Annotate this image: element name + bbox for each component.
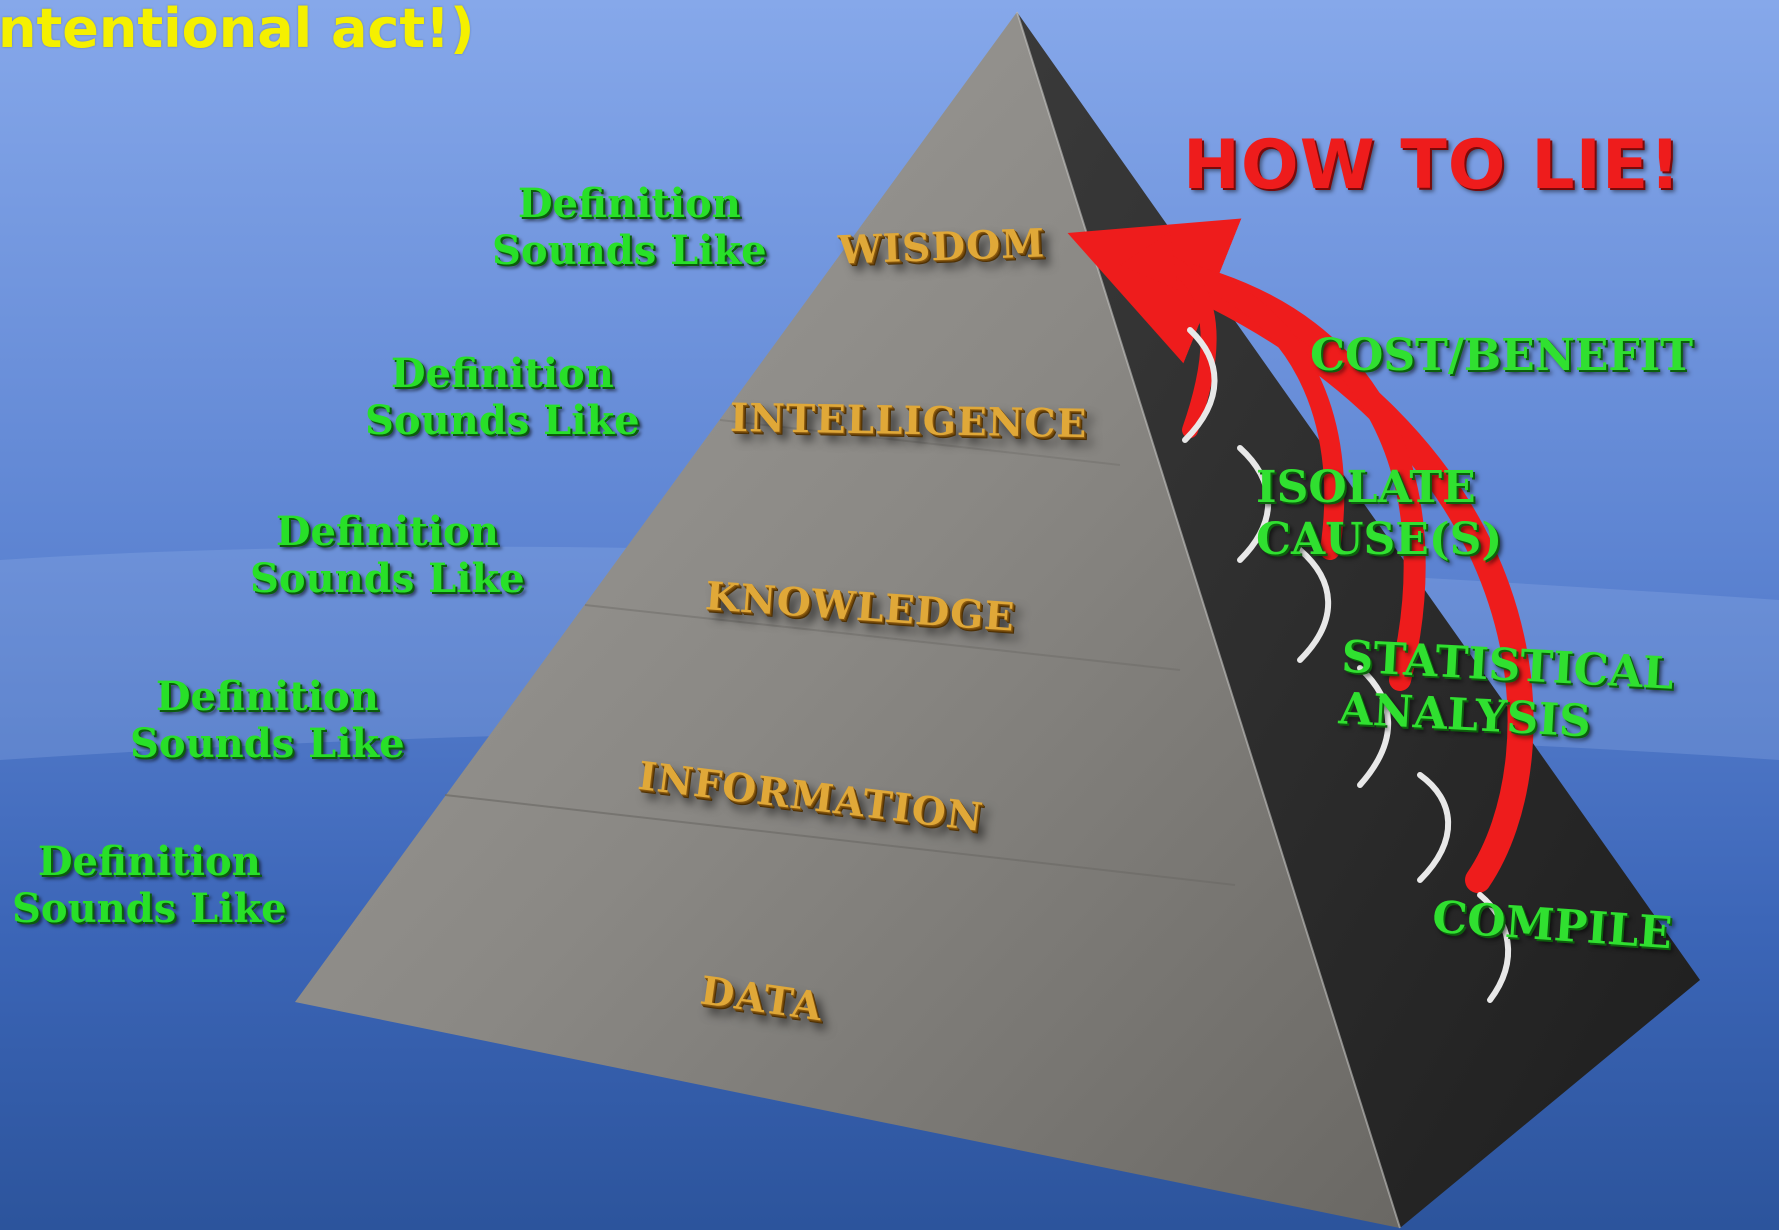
step-line: CAUSE(S) <box>1256 513 1503 565</box>
step-cost-benefit: COST/BENEFIT <box>1310 330 1693 382</box>
red-arrows <box>1067 218 1534 893</box>
white-arrow-1 <box>1477 892 1512 1003</box>
sounds-like-line: Sounds Like <box>130 720 405 768</box>
red-arrow-isolate <box>1160 258 1345 560</box>
how-to-lie-title: HOW TO LIE! <box>1183 126 1682 205</box>
definition-label-knowledge: Definition Sounds Like <box>250 508 525 602</box>
step-statistical-analysis: STATISTICAL ANALYSIS <box>1338 631 1675 752</box>
white-arrow-4 <box>1297 547 1332 663</box>
definition-label-wisdom: Definition Sounds Like <box>492 180 767 274</box>
sounds-like-line: Sounds Like <box>365 397 640 445</box>
sounds-like-line: Sounds Like <box>250 555 525 603</box>
tier-divider <box>719 419 1121 466</box>
tier-divider <box>584 604 1181 671</box>
tier-label-intelligence: INTELLIGENCE <box>729 394 1088 448</box>
tier-label-wisdom: WISDOM <box>837 220 1046 274</box>
definition-label-information: Definition Sounds Like <box>130 673 405 767</box>
white-arrows <box>1182 327 1512 1003</box>
step-isolate-causes: ISOLATE CAUSE(S) <box>1256 462 1502 566</box>
definition-label-data: Definition Sounds Like <box>12 838 287 932</box>
step-line: COST/BENEFIT <box>1310 330 1693 381</box>
step-line: ISOLATE <box>1256 462 1476 513</box>
white-arrow-2 <box>1417 772 1452 883</box>
definition-label-intelligence: Definition Sounds Like <box>365 350 640 444</box>
definition-line: Definition <box>390 350 614 397</box>
definition-line: Definition <box>155 673 379 720</box>
white-arrow-5 <box>1237 445 1272 563</box>
pyramid-edge <box>1016 11 1401 1229</box>
pyramid-left-face <box>295 12 1400 1228</box>
tier-divider <box>444 794 1236 886</box>
definition-line: Definition <box>517 180 741 227</box>
white-arrow-6 <box>1182 327 1218 443</box>
sounds-like-line: Sounds Like <box>12 885 287 933</box>
definition-line: Definition <box>37 838 261 885</box>
red-arrow-head <box>1120 232 1178 290</box>
definition-line: Definition <box>275 508 499 555</box>
sounds-like-line: Sounds Like <box>492 227 767 275</box>
white-arrow-3 <box>1357 665 1392 788</box>
headline-text: ntentional act!) <box>0 0 475 60</box>
